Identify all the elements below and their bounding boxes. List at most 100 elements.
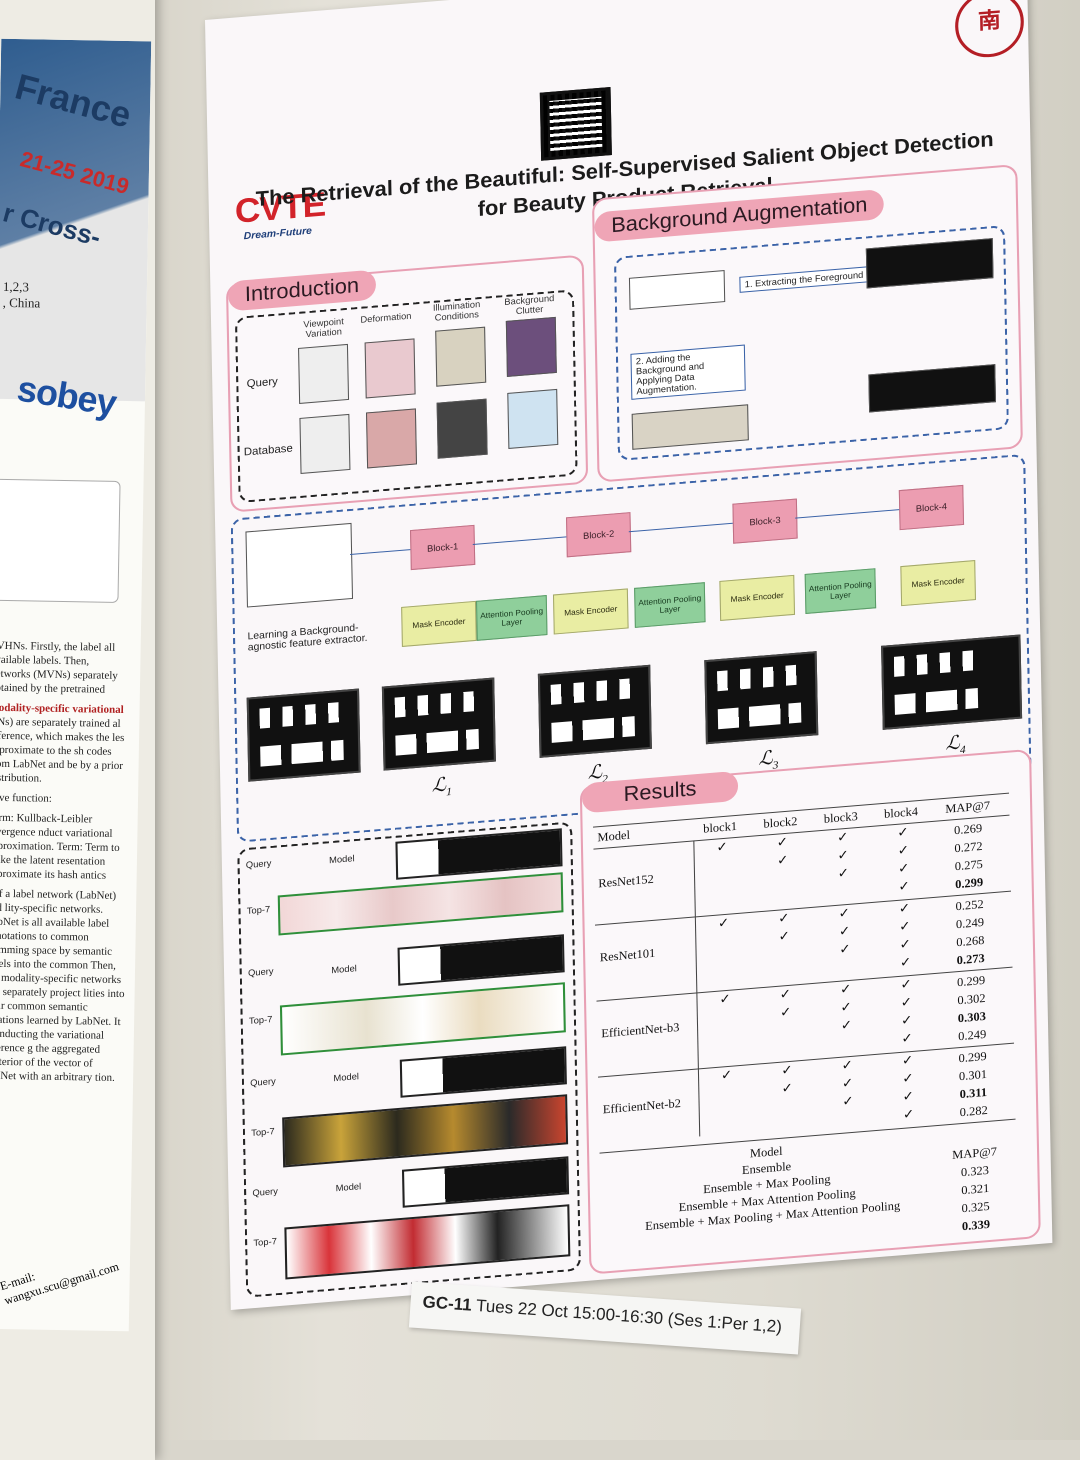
predicted-mask (401, 1156, 570, 1208)
header-block1: block1 (702, 818, 738, 836)
predicted-mask (397, 934, 565, 986)
map-value: 0.301 (958, 1066, 988, 1084)
arrow (350, 549, 411, 556)
model-label: Model (333, 1071, 360, 1084)
left-poster-subtitle: r Cross- (0, 197, 105, 253)
architecture-caption: Learning a Background-agnostic feature e… (247, 622, 368, 654)
background-augmentation-heading: Background Augmentation (594, 188, 885, 243)
map-value: 0.249 (958, 1026, 987, 1044)
header-block3: block3 (823, 809, 858, 826)
check-icon: ✓ (900, 994, 913, 1011)
col-illumination: Illumination Conditions (432, 299, 481, 323)
top-7-label: Top-7 (246, 904, 271, 917)
block-3: Block-3 (732, 498, 798, 544)
check-icon: ✓ (897, 824, 909, 841)
image-thumbnail (507, 388, 559, 449)
col-deformation: Deformation (360, 310, 412, 325)
left-poster-email: E-mail: wangxu.scu@gmail.com (0, 1259, 121, 1308)
left-poster-title: France (11, 65, 136, 136)
check-icon: ✓ (900, 976, 912, 993)
image-thumbnail (365, 408, 418, 469)
model-efficientnet-b3: EfficientNet-b3 (601, 1019, 680, 1041)
check-icon: ✓ (898, 878, 910, 895)
mask-output-1 (381, 677, 496, 771)
top-7-results (277, 872, 564, 936)
header-block4: block4 (883, 804, 919, 821)
left-para: ctive function: (0, 791, 52, 805)
left-para: s of a label network (LabNet) and lity-s… (0, 887, 125, 1084)
check-icon: ✓ (899, 918, 911, 935)
image-thumbnail (505, 316, 557, 377)
results-section: Results Model block1 block2 block3 block… (579, 748, 1041, 1275)
header-model: Model (597, 827, 631, 845)
arrow (472, 536, 567, 546)
ensemble-header-map: MAP@7 (952, 1144, 998, 1162)
ensemble-value-best: 0.339 (961, 1216, 991, 1234)
top-7-results (282, 1094, 569, 1168)
top-7-label: Top-7 (253, 1236, 277, 1249)
left-para: SVHNs. Firstly, the label all available … (0, 639, 118, 696)
mask-output-4 (881, 634, 1023, 730)
map-value-best: 0.299 (954, 874, 984, 892)
check-icon: ✓ (842, 1093, 854, 1110)
check-icon: ✓ (902, 1088, 915, 1105)
introduction-section: Introduction Viewpoint Variation Deforma… (225, 254, 589, 513)
attention-pooling-2: Attention Pooling Layer (634, 582, 706, 628)
university-seal: 南 (954, 0, 1025, 60)
image-thumbnail (298, 343, 350, 404)
check-icon: ✓ (838, 923, 851, 940)
check-icon: ✓ (776, 834, 789, 851)
step-1-label: 1. Extracting the Foreground (739, 266, 869, 293)
model-resnet101: ResNet101 (599, 945, 656, 965)
top-7-label: Top-7 (248, 1014, 273, 1027)
query-label: Query (245, 857, 272, 871)
check-icon: ✓ (901, 1052, 914, 1069)
ensemble-value: 0.323 (960, 1162, 990, 1180)
check-icon: ✓ (720, 1067, 733, 1084)
input-images (245, 522, 354, 608)
loss-1: ℒ1 (431, 774, 453, 799)
sponsor-logo: sobey (14, 367, 119, 424)
model-label: Model (329, 853, 355, 866)
check-icon: ✓ (779, 1004, 792, 1021)
check-icon: ✓ (841, 1075, 854, 1092)
predicted-mask (399, 1046, 567, 1098)
left-para: Term: Kullback-Leibler divergence nduct … (0, 811, 120, 882)
mask-output-2 (537, 664, 652, 758)
check-icon: ✓ (779, 986, 792, 1003)
check-icon: ✓ (898, 900, 911, 917)
image-thumbnail (364, 338, 416, 399)
map-value: 0.252 (955, 896, 984, 914)
model-label: Model (335, 1181, 362, 1194)
check-icon: ✓ (839, 981, 852, 998)
qr-code (539, 87, 612, 161)
introduction-figure: Viewpoint Variation Deformation Illumina… (234, 289, 578, 504)
image-thumbnail (299, 413, 351, 474)
check-icon: ✓ (781, 1062, 793, 1079)
header-block2: block2 (763, 813, 798, 831)
map-value: 0.275 (954, 856, 983, 874)
map-value: 0.268 (956, 932, 985, 950)
check-icon: ✓ (778, 910, 790, 927)
check-icon: ✓ (902, 1070, 914, 1087)
query-label: Query (252, 1185, 279, 1199)
check-icon: ✓ (902, 1106, 915, 1123)
predicted-mask (395, 828, 563, 880)
check-icon: ✓ (716, 839, 728, 856)
top-7-results (284, 1204, 571, 1280)
step-2-label: 2. Adding the Background and Applying Da… (630, 344, 746, 400)
mask-encoder-2: Mask Encoder (552, 588, 629, 635)
check-icon: ✓ (899, 954, 912, 971)
mask-encoder-4: Mask Encoder (900, 560, 976, 607)
left-poster-affil: 1,2,3, China (2, 278, 41, 311)
top-7-label: Top-7 (251, 1126, 275, 1139)
check-icon: ✓ (900, 1012, 913, 1029)
ensemble-value: 0.321 (961, 1180, 990, 1198)
model-label: Model (331, 963, 357, 976)
arrow (628, 522, 733, 533)
left-poster-figure (0, 478, 121, 603)
map-value: 0.269 (953, 820, 983, 838)
image-thumbnail (436, 398, 488, 459)
mask-encoder-3: Mask Encoder (719, 574, 796, 621)
row-query: Query (246, 375, 278, 391)
